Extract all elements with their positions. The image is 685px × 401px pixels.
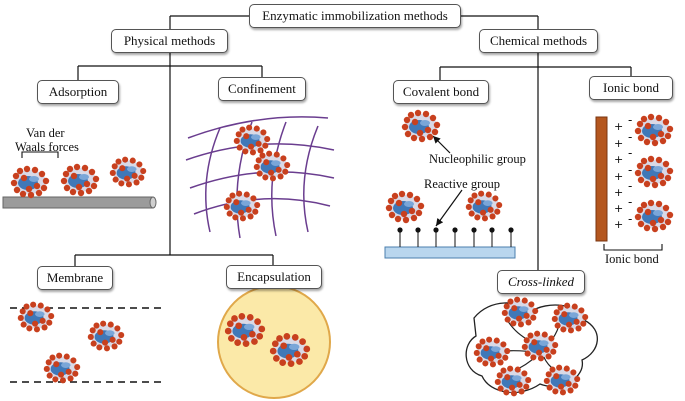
enzyme-molecule: [494, 365, 532, 397]
enzyme-molecule: [17, 301, 55, 333]
confinement-strand-v: [205, 127, 221, 233]
charge-minus: -: [628, 179, 632, 193]
charge-minus: -: [628, 163, 632, 177]
enzyme-molecule: [43, 352, 81, 384]
charge-plus: +: [614, 137, 623, 150]
charge-minus: -: [628, 195, 632, 209]
ionic-bond-box: Ionic bond: [589, 76, 673, 100]
ionic-support-rod: [595, 116, 608, 242]
enzyme-molecule: [473, 336, 511, 368]
reactive-group-label: Reactive group: [424, 177, 501, 191]
enzyme-molecule: [401, 109, 441, 143]
reactive-group-head: [397, 227, 403, 233]
reactive-group-head: [471, 227, 477, 233]
enzyme-molecule: [551, 302, 589, 334]
reactive-group-head: [415, 227, 421, 233]
enzyme-molecule: [501, 296, 539, 328]
enzyme-molecule: [60, 163, 100, 197]
adsorption-surface-end: [149, 196, 157, 209]
charge-plus: +: [614, 170, 623, 183]
van-der-waals-bracket: [21, 151, 59, 158]
charge-plus: +: [614, 202, 623, 215]
ionic-bond-caption: Ionic bond: [605, 252, 659, 266]
enzyme-molecule: [269, 332, 311, 368]
van-der-waals-line2: Waals forces: [15, 140, 79, 154]
charge-plus: +: [614, 153, 623, 166]
enzyme-molecule: [634, 155, 674, 189]
ionic-bond-bracket: [603, 244, 663, 251]
reactive-arrow: [435, 189, 463, 227]
enzyme-molecule: [543, 364, 581, 396]
covalent-bond-box: Covalent bond: [393, 80, 489, 104]
charge-minus: -: [628, 113, 632, 127]
enzyme-molecule: [385, 190, 425, 224]
membrane-box: Membrane: [37, 266, 113, 290]
van-der-waals-line1: Van der: [26, 126, 65, 140]
cross-linked-box: Cross-linked: [497, 270, 585, 294]
enzyme-molecule: [634, 199, 674, 233]
charge-minus: -: [628, 146, 632, 160]
confinement-strand-h: [187, 116, 329, 139]
enzyme-molecule: [224, 312, 266, 348]
charge-plus: +: [614, 186, 623, 199]
adsorption-box: Adsorption: [37, 80, 119, 104]
enzyme-molecule: [109, 156, 147, 188]
covalent-support-plate: [384, 246, 516, 259]
nucleophilic-arrow: [432, 135, 451, 154]
nucleophilic-group-label: Nucleophilic group: [429, 152, 526, 166]
enzyme-molecule: [253, 150, 291, 182]
reactive-group-head: [508, 227, 514, 233]
adsorption-surface: [2, 196, 154, 209]
encapsulation-box: Encapsulation: [226, 265, 322, 289]
reactive-group-head: [452, 227, 458, 233]
charge-plus: +: [614, 218, 623, 231]
confinement-strand-v: [303, 125, 319, 233]
enzyme-molecule: [521, 330, 559, 362]
physical-methods-box: Physical methods: [111, 29, 228, 53]
enzyme-molecule: [634, 113, 674, 147]
enzyme-molecule: [223, 190, 261, 222]
reactive-group-head: [489, 227, 495, 233]
chemical-methods-box: Chemical methods: [479, 29, 598, 53]
charge-minus: -: [628, 130, 632, 144]
title-box: Enzymatic immobilization methods: [249, 4, 461, 28]
charge-minus: -: [628, 212, 632, 226]
reactive-group-head: [433, 227, 439, 233]
enzyme-molecule: [233, 124, 271, 156]
confinement-strand-h: [193, 197, 331, 215]
enzyme-molecule: [87, 320, 125, 352]
charge-plus: +: [614, 120, 623, 133]
enzyme-molecule: [465, 190, 503, 222]
confinement-box: Confinement: [218, 77, 306, 101]
enzyme-molecule: [10, 165, 50, 199]
